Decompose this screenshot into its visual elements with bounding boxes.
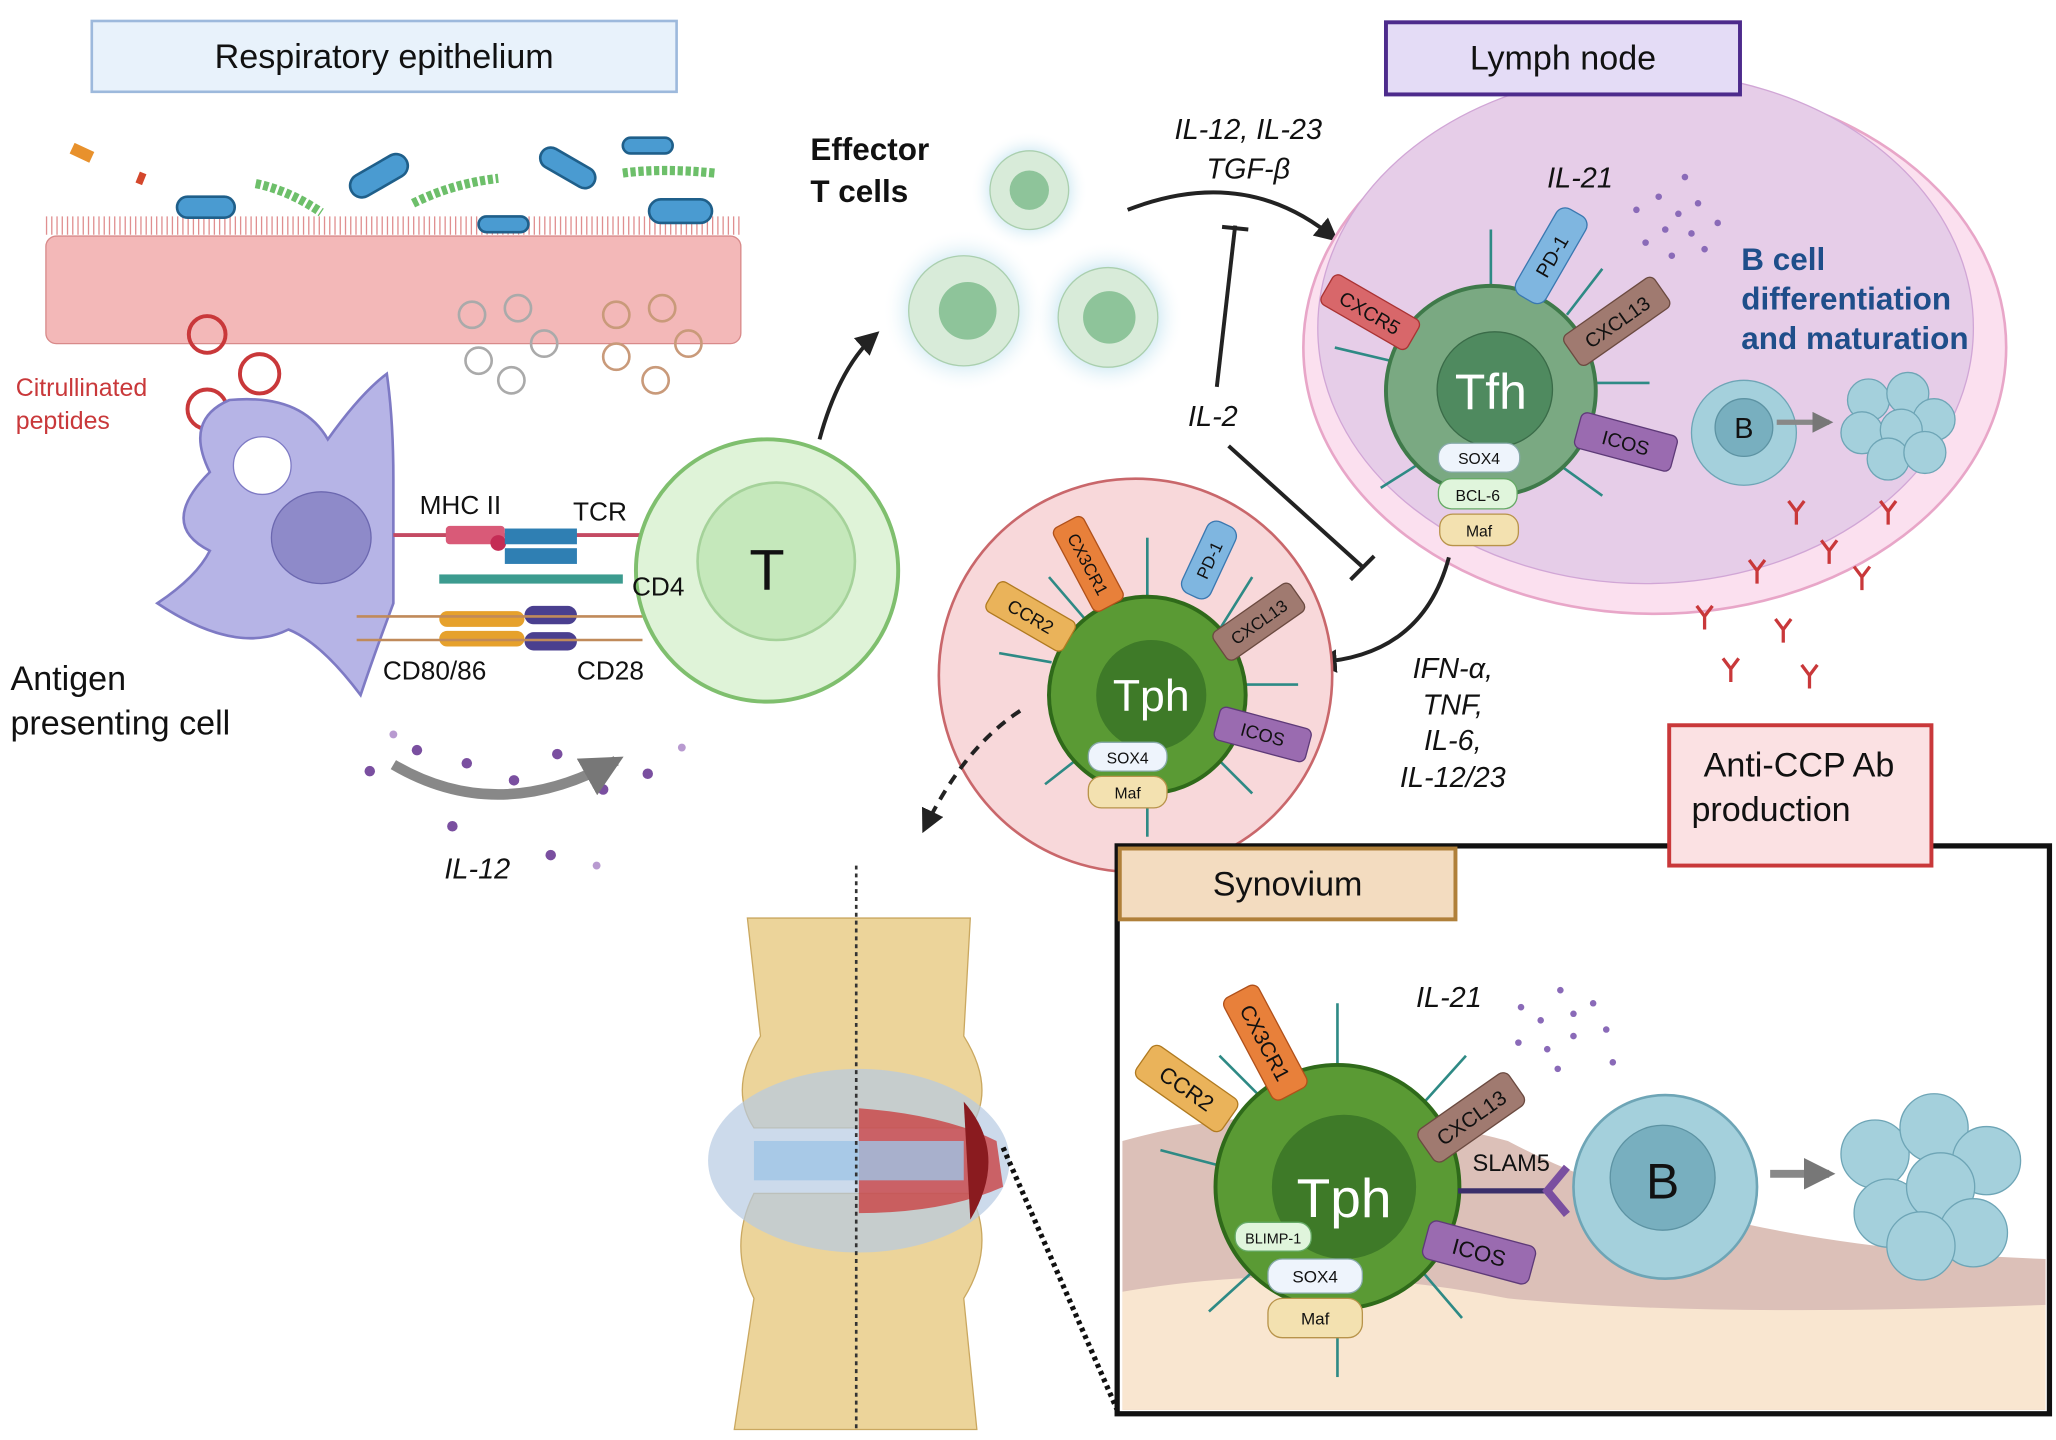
antigen-presenting-cell: Antigen presenting cell (10, 371, 395, 742)
factor-blimp1: BLIMP-1 (1245, 1231, 1301, 1247)
b-diff-label-3: and maturation (1741, 321, 1968, 356)
tph-ln-label: Tph (1113, 672, 1190, 721)
effector-t-cells (882, 131, 1185, 394)
tph-syn-label: Tph (1297, 1167, 1392, 1229)
activation-arrow (817, 331, 880, 440)
tfh-differentiation-arrow (1126, 190, 1339, 242)
cytokine-label-1: IFN-α, (1413, 653, 1493, 685)
anti-ccp-box: Anti-CCP Ab production (1667, 723, 1934, 868)
synapse-molecules: MHC II TCR CD80/86 CD28 (356, 490, 644, 685)
t-cell-label: T (749, 539, 784, 603)
factor-sox4-tph: SOX4 (1107, 750, 1149, 767)
cytokine-label-4: IL-12/23 (1400, 762, 1506, 794)
factor-maf: Maf (1466, 523, 1493, 540)
factor-bcl6: BCL-6 (1455, 488, 1500, 505)
il2-inhibition-lines (1214, 224, 1376, 582)
peptide-fragments (457, 293, 703, 395)
zoom-line (1000, 1146, 1120, 1411)
b-cell-ln: B (1690, 379, 1798, 486)
slam5-label: SLAM5 (1473, 1151, 1550, 1177)
cigarette-icon (69, 142, 147, 186)
cd80-86-label: CD80/86 (383, 655, 486, 685)
il12-label: IL-12 (444, 854, 510, 886)
il21-syn-dots-icon (1515, 986, 1617, 1073)
tph-differentiation-arrow (1313, 556, 1451, 673)
factor-maf-syn: Maf (1301, 1310, 1330, 1329)
b-cell-syn-label: B (1646, 1154, 1679, 1210)
il12-cytokine-dots-icon (364, 730, 686, 870)
factor-maf-tph: Maf (1115, 786, 1142, 803)
anti-ccp-label-1: Anti-CCP Ab (1704, 746, 1895, 784)
cd28-label: CD28 (577, 655, 644, 685)
plasma-cell-cluster (1840, 371, 1956, 481)
cytokine-label-3: IL-6, (1424, 725, 1482, 757)
b-diff-label-2: differentiation (1741, 282, 1951, 317)
factor-sox4-syn: SOX4 (1292, 1268, 1337, 1287)
apc-label-1: Antigen (10, 660, 126, 698)
factor-sox4: SOX4 (1458, 451, 1500, 468)
receptor-icos-tph: ICOS (1213, 706, 1312, 763)
slam5-receptor (1542, 1164, 1570, 1217)
receptor-icos-syn: ICOS (1421, 1220, 1537, 1285)
il2-label: IL-2 (1188, 401, 1238, 433)
b-cell-syn: B (1572, 1093, 1759, 1280)
citrullinated-label-2: peptides (16, 407, 110, 435)
receptor-pd1-tph: PD-1 (1180, 520, 1238, 600)
synovium-title: Synovium (1213, 866, 1363, 904)
il21-syn-label: IL-21 (1416, 982, 1482, 1014)
b-cell-ln-label: B (1734, 413, 1753, 445)
receptor-cxcl13: CXCL13 (1563, 276, 1671, 367)
mhc2-label: MHC II (420, 490, 502, 520)
tgfb-label: TGF-β (1206, 153, 1290, 185)
anti-ccp-label-2: production (1691, 791, 1850, 829)
b-diff-label-1: B cell (1741, 242, 1825, 277)
il12-il23-label: IL-12, IL-23 (1175, 114, 1322, 146)
joint-icon (708, 865, 1010, 1431)
il21-ln-label: IL-21 (1547, 163, 1613, 195)
cd4-label: CD4 (632, 571, 684, 601)
lymph-node-title: Lymph node (1470, 40, 1656, 78)
il12-arrow (390, 756, 624, 800)
epithelial-cells (45, 216, 742, 345)
apc-label-2: presenting cell (10, 704, 230, 742)
migration-arrow (922, 709, 1022, 834)
tcr-label: TCR (573, 497, 627, 527)
receptor-icos: ICOS (1573, 412, 1678, 472)
citrullinated-label-1: Citrullinated (16, 374, 148, 402)
bacteria-icon (175, 136, 714, 234)
bacteria-chain-icon (254, 165, 716, 217)
cytokine-label-2: TNF, (1423, 690, 1483, 722)
respiratory-epithelium-panel: Respiratory epithelium (16, 19, 742, 486)
effector-label-1: Effector (810, 132, 929, 167)
tph-cell-circulating: Tph CCR2 CX3CR1 PD-1 CXCL13 ICOS SOX4 Ma… (937, 477, 1334, 874)
plasma-cell-cluster-syn (1840, 1093, 2022, 1281)
naive-t-cell: T (633, 437, 901, 704)
il21-cytokine-dots-icon (1633, 173, 1721, 260)
effector-label-2: T cells (810, 174, 908, 209)
synovium-panel: Synovium IL-21 Tph CCR2 CX3CR1 CXCL13 IC… (1114, 843, 2053, 1417)
tfh-label: Tfh (1455, 364, 1527, 420)
respiratory-epithelium-title: Respiratory epithelium (215, 38, 554, 76)
